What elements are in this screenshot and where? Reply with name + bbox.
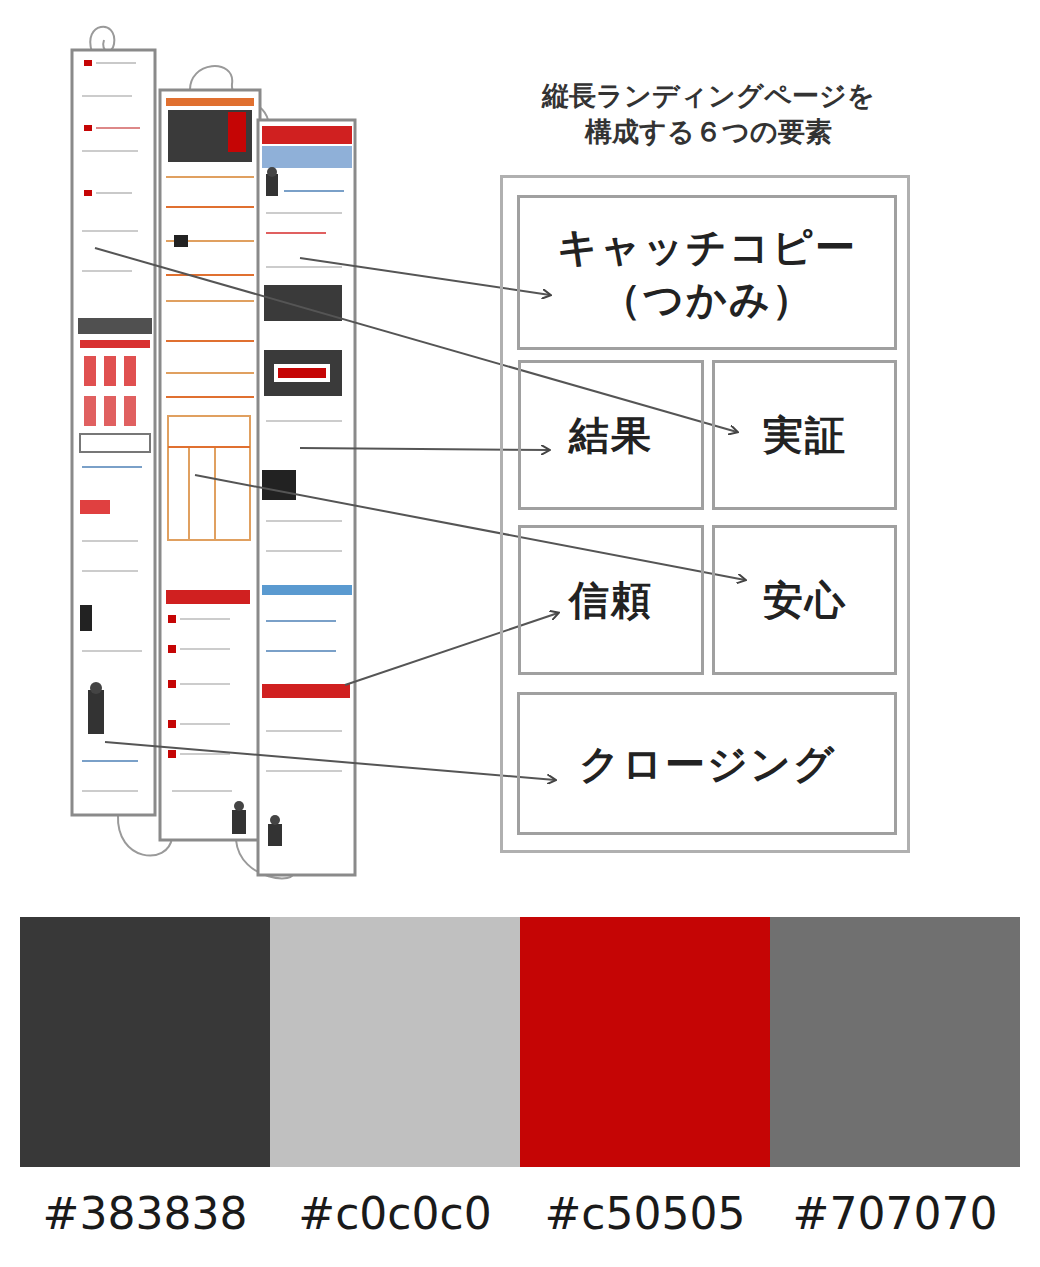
page-strip-1 bbox=[72, 50, 155, 815]
element-label: 実証 bbox=[763, 409, 847, 461]
element-box: 安心 bbox=[712, 525, 897, 675]
color-code: #707070 bbox=[770, 1186, 1020, 1242]
element-label: クロージング bbox=[579, 738, 836, 790]
element-label: 安心 bbox=[763, 574, 847, 626]
color-code: #383838 bbox=[20, 1186, 270, 1242]
color-swatch bbox=[770, 917, 1020, 1167]
color-code: #c50505 bbox=[520, 1186, 770, 1242]
element-box: 実証 bbox=[712, 360, 897, 510]
page-strip-2 bbox=[160, 90, 260, 840]
element-box: 結果 bbox=[518, 360, 704, 510]
diagram-heading: 縦長ランディングページを 構成する６つの要素 bbox=[538, 78, 878, 150]
element-label: 結果 bbox=[569, 409, 653, 461]
element-box: キャッチコピー （つかみ） bbox=[517, 195, 897, 350]
element-label: 信頼 bbox=[569, 574, 653, 626]
element-box: 信頼 bbox=[518, 525, 704, 675]
color-swatch bbox=[270, 917, 520, 1167]
element-frame: 縦長ランディングページを 構成する６つの要素キャッチコピー （つかみ）結果実証信… bbox=[500, 175, 910, 853]
color-swatch bbox=[20, 917, 270, 1167]
element-label: キャッチコピー （つかみ） bbox=[543, 221, 871, 325]
color-swatch bbox=[520, 917, 770, 1167]
element-box: クロージング bbox=[517, 692, 897, 835]
color-code: #c0c0c0 bbox=[270, 1186, 520, 1242]
leader-arrows bbox=[95, 248, 745, 780]
